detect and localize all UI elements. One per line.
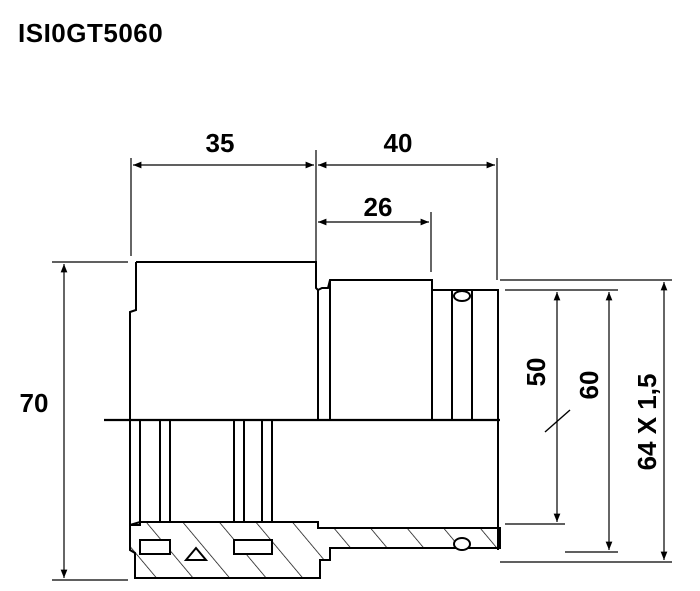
dim-label-26: 26 bbox=[364, 192, 393, 222]
fitting-section-view bbox=[129, 420, 501, 579]
dim-label-thread: 64 X 1,5 bbox=[632, 374, 662, 471]
dimension-thread: 64 X 1,5 bbox=[500, 279, 672, 563]
fitting-exterior-view bbox=[104, 261, 500, 422]
dim-label-50: 50 bbox=[521, 358, 551, 387]
dim-label-70: 70 bbox=[20, 388, 49, 418]
dimension-40: 40 bbox=[318, 128, 498, 280]
dimension-26: 26 bbox=[318, 192, 432, 272]
dimension-70: 70 bbox=[20, 261, 128, 581]
dimension-50: 50 bbox=[505, 289, 571, 525]
dim-label-35: 35 bbox=[206, 128, 235, 158]
dimension-35: 35 bbox=[130, 128, 317, 272]
part-number-title: ISI0GT5060 bbox=[18, 18, 164, 48]
dimension-60: 60 bbox=[565, 289, 618, 553]
dim-label-60: 60 bbox=[574, 371, 604, 400]
dim-label-40: 40 bbox=[384, 128, 413, 158]
